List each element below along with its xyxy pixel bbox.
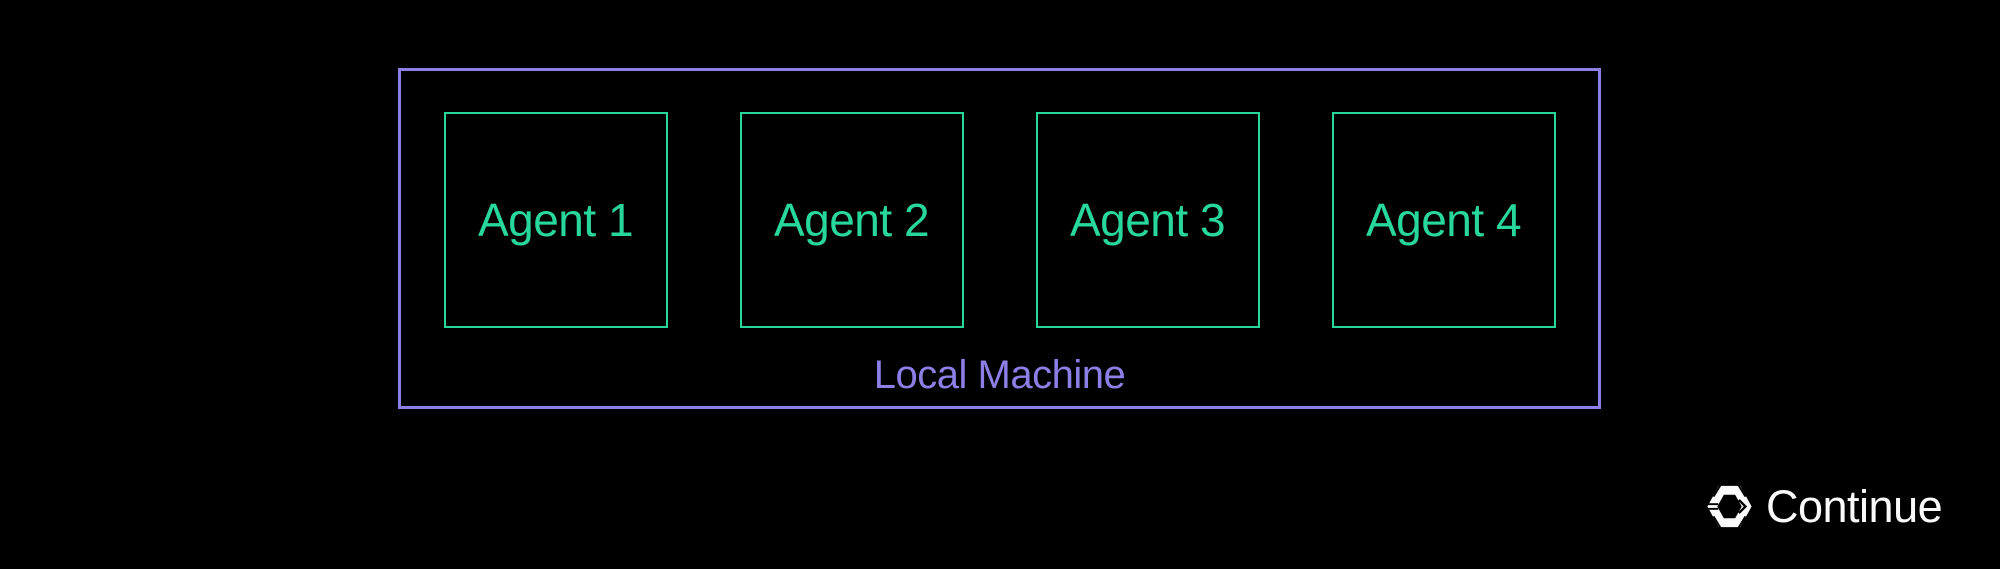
agent-1-label: Agent 1 bbox=[477, 194, 634, 246]
continue-brand: Continue bbox=[1706, 481, 1943, 532]
agent-box-4: Agent 4 bbox=[1331, 112, 1556, 328]
agent-box-1: Agent 1 bbox=[443, 112, 668, 328]
agent-3-label: Agent 3 bbox=[1069, 194, 1226, 246]
continue-wordmark: Continue bbox=[1766, 481, 1943, 532]
agents-row: Agent 1 Agent 2 Agent 3 Agent 4 bbox=[401, 112, 1598, 328]
continue-hexagon-icon bbox=[1706, 483, 1752, 530]
agent-2-label: Agent 2 bbox=[773, 194, 930, 246]
agent-box-3: Agent 3 bbox=[1035, 112, 1260, 328]
local-machine-box: Agent 1 Agent 2 Agent 3 Agent 4 Local Ma… bbox=[398, 68, 1601, 409]
agent-4-label: Agent 4 bbox=[1365, 194, 1522, 246]
local-machine-label: Local Machine bbox=[873, 353, 1126, 397]
agent-box-2: Agent 2 bbox=[739, 112, 964, 328]
